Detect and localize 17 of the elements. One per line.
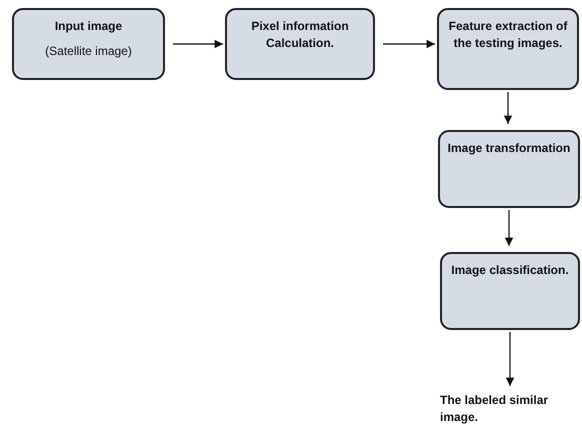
process-box xyxy=(225,8,375,80)
process-box xyxy=(12,8,165,80)
box-title: Feature extraction of the testing images. xyxy=(448,18,568,52)
process-box xyxy=(438,130,580,208)
box-title: Pixel information Calculation. xyxy=(250,18,350,52)
box-title: Input image xyxy=(54,18,122,35)
box-subtitle: (Satellite image) xyxy=(45,43,132,60)
arrow xyxy=(504,210,514,246)
process-box xyxy=(437,8,579,90)
box-title: Image transformation xyxy=(448,140,570,157)
arrow xyxy=(506,332,514,386)
output-label: The labeled similar image. xyxy=(440,392,550,426)
box-title: Image classification. xyxy=(451,262,569,279)
arrow xyxy=(173,40,223,48)
process-box xyxy=(440,252,580,330)
arrow xyxy=(383,40,435,48)
arrow xyxy=(504,92,512,124)
